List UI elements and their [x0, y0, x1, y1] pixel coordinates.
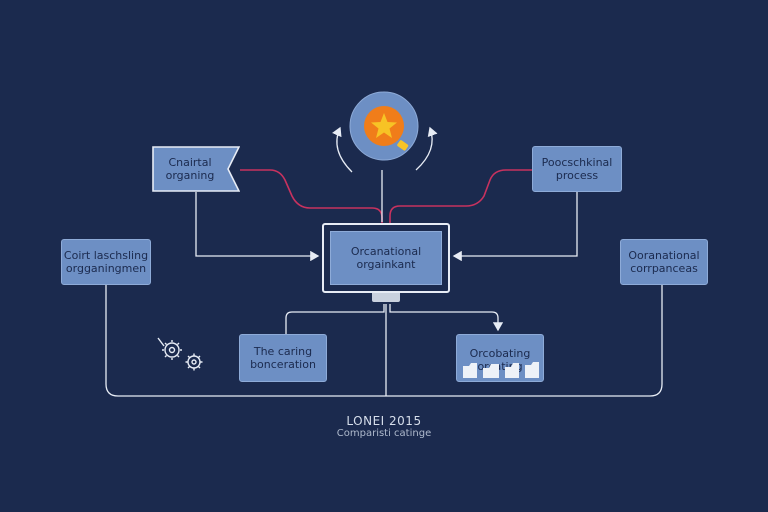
node-top-left[interactable]: Cnairtal organing [152, 146, 240, 192]
footer-title: LONEI 2015 [346, 414, 422, 428]
node-bottom-right-line1: Orcobating [469, 347, 531, 360]
node-center-line1: Orcanational [350, 245, 422, 258]
node-center-line2: orgainkant [356, 258, 416, 271]
connector-loop-bottom [105, 285, 663, 397]
connector-top-left-center [240, 169, 383, 224]
node-bottom-right[interactable]: Orcobating orcating [456, 334, 544, 382]
node-top-left-line1: Cnairtal [168, 156, 212, 169]
node-mid-right-line2: corrpanceas [630, 262, 698, 275]
node-bottom-left[interactable]: The caring bonceration [239, 334, 327, 382]
node-top-right[interactable]: Poocschkinal process [532, 146, 622, 192]
node-mid-right[interactable]: Ooranational corrpanceas [620, 239, 708, 285]
connector-top-left-down [195, 192, 320, 262]
connector-center-bottom-left [285, 304, 385, 334]
node-top-right-line2: process [555, 169, 599, 182]
star-icon [349, 91, 419, 161]
node-mid-left-line1: Coirt laschsling [63, 249, 149, 262]
gears-icon [157, 337, 203, 371]
monitor-stand [372, 293, 400, 302]
footer-subtitle: Comparisti catinge [336, 428, 432, 439]
node-center: Orcanational orgainkant [330, 231, 442, 285]
monitor-icon[interactable]: Orcanational orgainkant [322, 223, 450, 293]
node-mid-left[interactable]: Coirt laschsling orgganingmen [61, 239, 151, 285]
connector-top-right-down [452, 192, 578, 262]
node-top-left-line2: organing [165, 169, 215, 182]
connector-top-right-center [389, 169, 532, 224]
badge-arrow-left [332, 126, 353, 173]
node-top-right-line1: Poocschkinal [541, 156, 613, 169]
folder-tabs-icon [463, 362, 539, 378]
connector-center-bottom-right [389, 304, 504, 332]
node-mid-left-line2: orgganingmen [65, 262, 147, 275]
badge-arrow-right [415, 126, 438, 171]
node-bottom-left-line1: The caring [253, 345, 313, 358]
node-bottom-left-line2: bonceration [250, 358, 316, 371]
node-mid-right-line1: Ooranational [628, 249, 700, 262]
